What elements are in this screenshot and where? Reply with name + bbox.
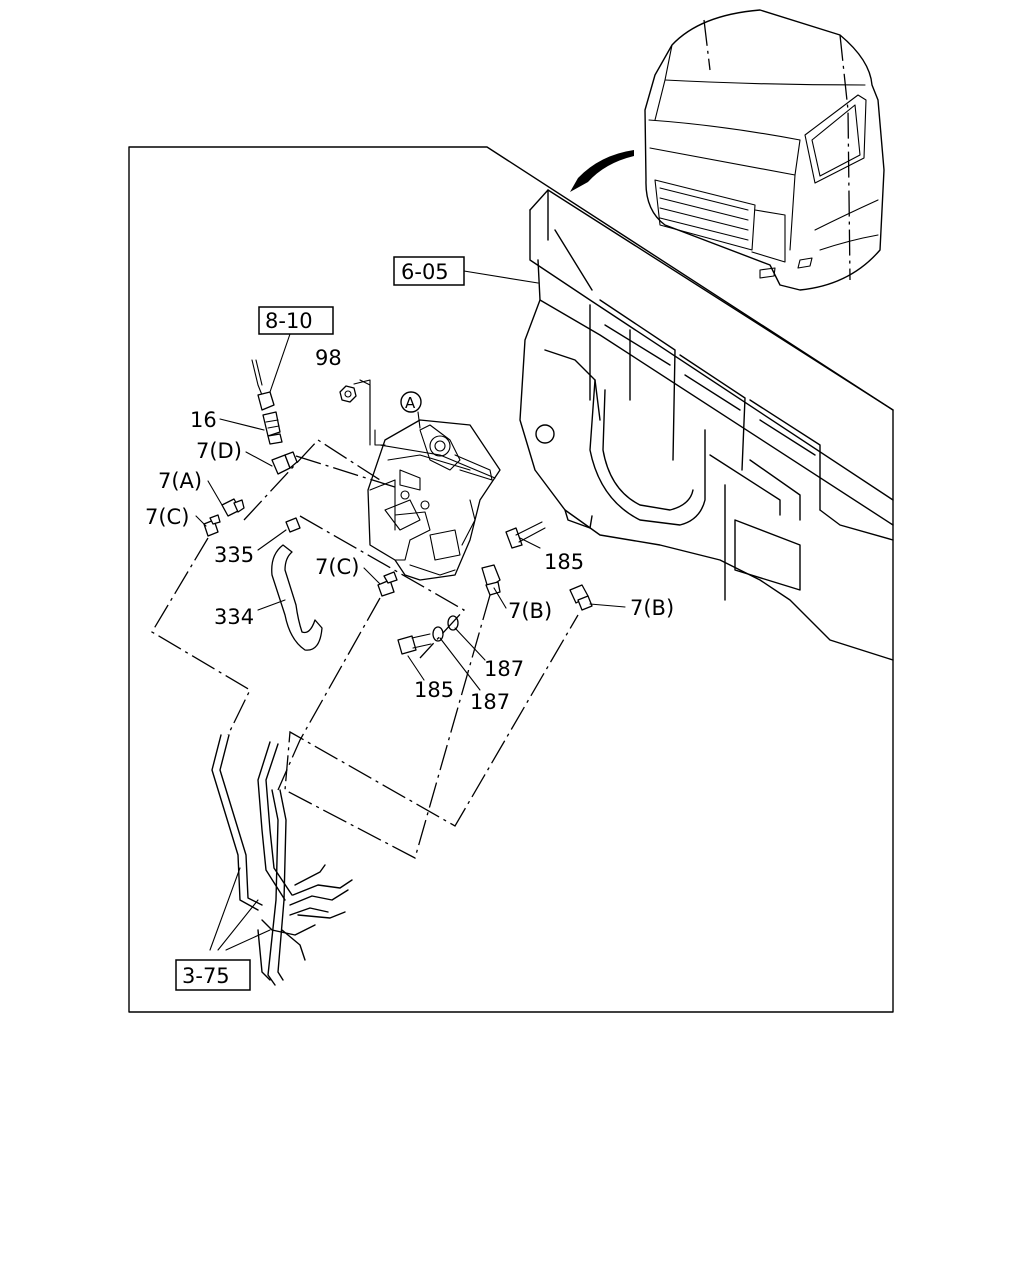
cab-front-panel xyxy=(519,189,894,661)
callout-7b-mid: 7(B) xyxy=(508,599,552,623)
fitting-7b-mid xyxy=(481,564,501,596)
svg-text:A: A xyxy=(405,394,416,412)
fitting-7c-left xyxy=(203,514,221,537)
callout-185-lower: 185 xyxy=(414,678,454,702)
callout-187-lower: 187 xyxy=(470,690,510,714)
fitting-335 xyxy=(285,517,301,533)
callout-7d: 7(D) xyxy=(196,439,242,463)
fitting-7b-right xyxy=(569,584,593,611)
bolt-185-upper xyxy=(505,521,546,549)
ac-unit-assembly xyxy=(359,379,501,581)
svg-text:6-05: 6-05 xyxy=(401,260,449,284)
washer-187-lower xyxy=(432,626,444,642)
fitting-7a xyxy=(221,498,245,517)
pressure-switch-16 xyxy=(251,359,283,445)
fitting-7d xyxy=(271,451,298,475)
leader-lines xyxy=(195,270,626,951)
bolt-185-lower xyxy=(397,633,432,655)
callout-334: 334 xyxy=(214,605,254,629)
callout-a: A xyxy=(400,391,422,413)
callout-7c-mid: 7(C) xyxy=(315,555,359,579)
ref-box-3-75[interactable]: 3-75 xyxy=(175,959,251,991)
callout-16: 16 xyxy=(190,408,217,432)
fitting-7c-mid xyxy=(377,571,398,597)
callout-335: 335 xyxy=(214,543,254,567)
callout-187-upper: 187 xyxy=(484,657,524,681)
pipe-bundle xyxy=(211,734,353,986)
callout-7b-right: 7(B) xyxy=(630,596,674,620)
callout-98: 98 xyxy=(315,346,342,370)
nut-98 xyxy=(339,385,357,403)
callout-7a: 7(A) xyxy=(158,469,202,493)
svg-text:3-75: 3-75 xyxy=(182,964,230,988)
ref-box-6-05[interactable]: 6-05 xyxy=(393,256,465,286)
svg-text:8-10: 8-10 xyxy=(265,309,313,333)
callout-7c-left: 7(C) xyxy=(145,505,189,529)
routing-lines xyxy=(151,439,579,859)
callout-185-upper: 185 xyxy=(544,550,584,574)
truck-cab-illustration xyxy=(644,9,885,291)
diagram-frame xyxy=(128,146,894,1013)
zoom-arrow xyxy=(570,150,634,192)
ref-box-8-10[interactable]: 8-10 xyxy=(258,306,334,335)
